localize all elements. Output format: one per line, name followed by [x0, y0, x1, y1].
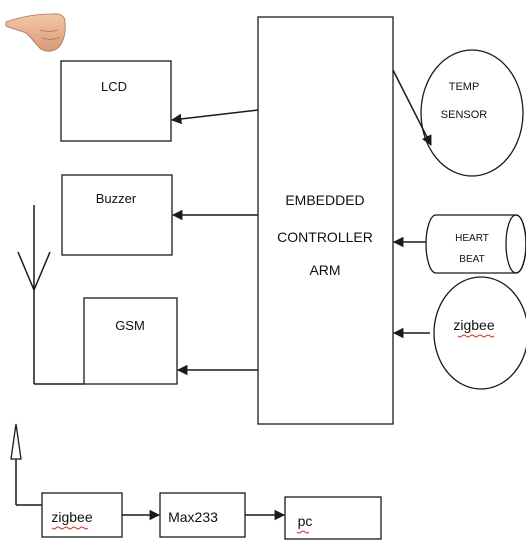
lcd-block — [61, 61, 171, 141]
lcd-label: LCD — [101, 79, 127, 94]
arrow-to-lcd — [172, 110, 258, 120]
max233-label: Max233 — [168, 509, 218, 525]
temp-sensor-label-line-2: SENSOR — [441, 109, 488, 121]
buzzer-block — [62, 175, 172, 255]
buzzer-label: Buzzer — [96, 191, 137, 206]
gsm-label: GSM — [115, 318, 145, 333]
controller-label-line-3: ARM — [309, 262, 340, 278]
embedded-controller-block — [258, 17, 393, 424]
zigbee-right-circle — [434, 277, 526, 389]
pc-label: pc — [298, 513, 313, 529]
antenna-icon — [11, 424, 42, 505]
zigbee-right-label: zigbee — [453, 317, 494, 333]
temp-sensor-label-line-1: TEMP — [449, 81, 480, 93]
controller-label-line-1: EMBEDDED — [285, 192, 364, 208]
heart-beat-label-line-2: BEAT — [459, 254, 484, 265]
zigbee-bottom-label: zigbee — [51, 509, 92, 525]
controller-label-line-2: CONTROLLER — [277, 229, 373, 245]
heart-beat-label-line-1: HEART — [455, 233, 489, 244]
gsm-block — [84, 298, 177, 384]
pointing-hand-icon — [6, 14, 65, 51]
